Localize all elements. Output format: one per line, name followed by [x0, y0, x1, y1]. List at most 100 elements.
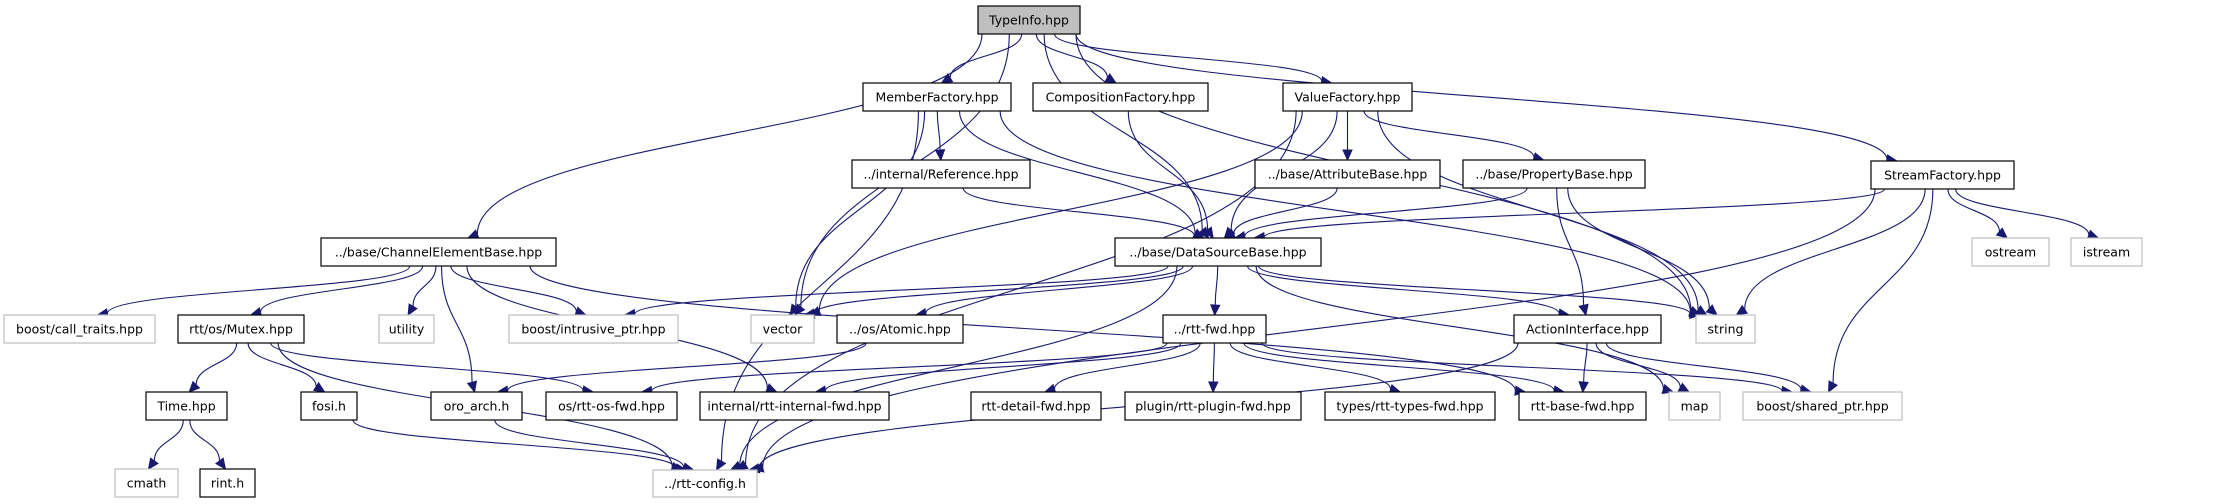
node-datasourcebase[interactable]: ../base/DataSourceBase.hpp — [1114, 237, 1322, 267]
node-channelelementbase[interactable]: ../base/ChannelElementBase.hpp — [320, 237, 557, 267]
node-label: rtt-base-fwd.hpp — [1531, 399, 1635, 414]
node-label: utility — [389, 322, 425, 337]
arrowhead-icon — [407, 303, 418, 317]
edge-valuefactory-to-string — [1377, 110, 1708, 316]
node-box — [508, 314, 679, 344]
edge-mutex-to-time — [188, 342, 238, 393]
edge-typeinfo-to-channelelementbase — [466, 33, 983, 240]
node-label: Time.hpp — [156, 399, 215, 414]
node-label: CompositionFactory.hpp — [1046, 90, 1196, 105]
node-box — [1971, 237, 2050, 267]
edge-rttfwd-to-pluginfwd — [1208, 342, 1219, 394]
node-label: ../rtt-fwd.hpp — [1174, 322, 1256, 337]
node-box — [1124, 391, 1302, 421]
node-internalfwd[interactable]: internal/rtt-internal-fwd.hpp — [699, 391, 890, 421]
node-detailfwd[interactable]: rtt-detail-fwd.hpp — [970, 391, 1102, 421]
edge-line — [1053, 342, 1201, 390]
node-box — [1695, 314, 1756, 344]
edge-line — [925, 265, 1194, 314]
node-box — [1254, 159, 1441, 189]
edge-actioninterface-to-sharedptr — [1605, 342, 1812, 395]
node-cmath: cmath — [114, 468, 179, 498]
arrowhead-icon — [1735, 304, 1749, 316]
node-time[interactable]: Time.hpp — [145, 391, 228, 421]
edge-valuefactory-to-vector — [808, 110, 1303, 316]
node-label: ../base/DataSourceBase.hpp — [1129, 245, 1306, 260]
node-ostream: ostream — [1971, 237, 2050, 267]
edge-line — [189, 419, 221, 461]
node-map: map — [1668, 391, 1721, 421]
edge-line — [813, 265, 1184, 314]
edge-oroarch-to-rttconfig — [494, 419, 695, 473]
node-rttconfig: ../rtt-config.h — [652, 469, 758, 498]
edge-line — [412, 265, 437, 307]
node-label: boost/shared_ptr.hpp — [1756, 399, 1888, 414]
node-osfwd[interactable]: os/rtt-os-fwd.hpp — [545, 391, 678, 421]
node-streamfactory[interactable]: StreamFactory.hpp — [1870, 160, 2015, 190]
node-label: boost/intrusive_ptr.hpp — [521, 322, 665, 337]
node-reference[interactable]: ../internal/Reference.hpp — [851, 159, 1031, 189]
node-box — [1032, 82, 1209, 112]
node-box — [1870, 160, 2015, 190]
node-label: plugin/rtt-plugin-fwd.hpp — [1135, 399, 1291, 414]
edge-streamfactory-to-string — [1735, 188, 1926, 316]
node-propertybase[interactable]: ../base/PropertyBase.hpp — [1462, 159, 1646, 189]
node-valuefactory[interactable]: ValueFactory.hpp — [1282, 82, 1413, 112]
edge-line — [739, 265, 1178, 466]
node-box — [199, 468, 256, 498]
edge-time-to-rint — [189, 419, 227, 470]
edge-propertybase-to-string — [1567, 187, 1718, 316]
node-calltraits: boost/call_traits.hpp — [3, 314, 156, 344]
node-box — [320, 237, 557, 267]
edge-channelelementbase-to-utility — [407, 265, 437, 317]
node-basefwd[interactable]: rtt-base-fwd.hpp — [1518, 391, 1647, 421]
node-typeinfo[interactable]: TypeInfo.hpp — [977, 5, 1081, 35]
edge-line — [962, 187, 1195, 237]
node-mutex[interactable]: rtt/os/Mutex.hpp — [177, 314, 305, 344]
node-label: rtt-detail-fwd.hpp — [981, 399, 1090, 414]
node-label: oro_arch.h — [444, 399, 510, 414]
edge-line — [651, 342, 1168, 392]
edge-line — [1035, 33, 1108, 78]
node-vector: vector — [750, 314, 815, 344]
node-compositionfactory[interactable]: CompositionFactory.hpp — [1032, 82, 1209, 112]
edge-line — [1255, 265, 1664, 390]
node-label: internal/rtt-internal-fwd.hpp — [707, 399, 881, 414]
node-memberfactory[interactable]: MemberFactory.hpp — [862, 82, 1012, 112]
edge-propertybase-to-actioninterface — [1556, 187, 1589, 317]
arrowhead-icon — [716, 458, 727, 472]
edge-line — [1043, 33, 1203, 231]
node-label: ../base/AttributeBase.hpp — [1268, 167, 1428, 182]
node-label: ostream — [1985, 245, 2036, 260]
node-rttfwd[interactable]: ../rtt-fwd.hpp — [1162, 314, 1267, 344]
edge-channelelementbase-to-intrusiveptr — [450, 265, 587, 317]
node-actioninterface[interactable]: ActionInterface.hpp — [1513, 314, 1662, 344]
node-label: ../internal/Reference.hpp — [863, 167, 1018, 182]
node-box — [1324, 391, 1496, 421]
edge-line — [818, 110, 1303, 312]
edge-reference-to-datasourcebase — [962, 187, 1206, 242]
node-box — [3, 314, 156, 344]
node-rint[interactable]: rint.h — [199, 468, 256, 498]
node-label: TypeInfo.hpp — [988, 13, 1069, 28]
node-fosi[interactable]: fosi.h — [300, 391, 358, 421]
arrowhead-icon — [466, 380, 478, 394]
edge-datasourcebase-to-rttfwd — [1210, 265, 1221, 317]
arrowhead-icon — [1104, 73, 1117, 84]
edge-line — [440, 265, 473, 383]
node-box — [1462, 159, 1646, 189]
node-label: ../base/ChannelElementBase.hpp — [335, 245, 543, 260]
edge-channelelementbase-to-calltraits — [96, 265, 411, 319]
node-attributebase[interactable]: ../base/AttributeBase.hpp — [1254, 159, 1441, 189]
node-label: rtt/os/Mutex.hpp — [189, 322, 293, 337]
node-typesfwd[interactable]: types/rtt-types-fwd.hpp — [1324, 391, 1496, 421]
edge-line — [1744, 188, 1926, 310]
arrowhead-icon — [1208, 381, 1219, 394]
node-box — [1668, 391, 1721, 421]
node-box — [1162, 314, 1267, 344]
node-oroarch[interactable]: oro_arch.h — [430, 391, 523, 421]
arrowhead-icon — [1689, 308, 1702, 320]
arrowhead-icon — [1210, 304, 1221, 317]
node-atomic[interactable]: ../os/Atomic.hpp — [836, 314, 964, 344]
node-pluginfwd[interactable]: plugin/rtt-plugin-fwd.hpp — [1124, 391, 1302, 421]
